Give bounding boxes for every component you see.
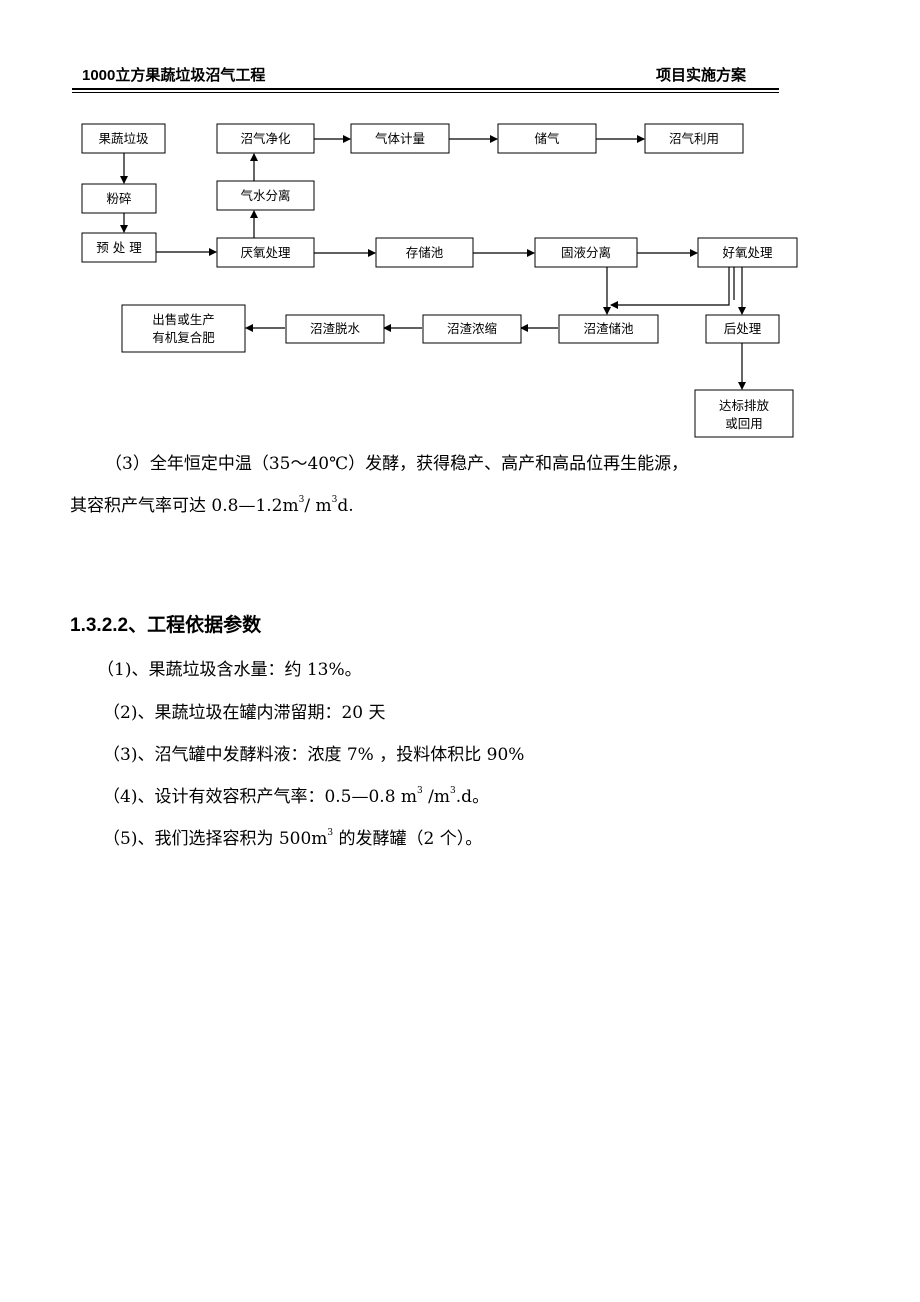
svg-text:好氧处理: 好氧处理 [722, 245, 773, 260]
svg-text:有机复合肥: 有机复合肥 [152, 330, 215, 345]
svg-text:沼气利用: 沼气利用 [669, 131, 719, 146]
header-rule-thick [72, 88, 779, 90]
node-pretreatment: 预 处 理 [81, 232, 157, 263]
paragraph-3-line2: 其容积产气率可达 0.8—1.2m3/ m3d. [70, 495, 354, 516]
paragraph-3-line1: （3）全年恒定中温（35～40℃）发酵，获得稳产、高产和高品位再生能源， [105, 454, 689, 474]
svg-text:沼渣储池: 沼渣储池 [583, 321, 634, 336]
node-gas-water-separation: 气水分离 [216, 180, 315, 211]
section-heading: 1.3.2.2、工程依据参数 [70, 615, 262, 636]
svg-text:粉碎: 粉碎 [106, 191, 131, 206]
node-biogas-utilization: 沼气利用 [644, 123, 744, 154]
svg-text:沼气净化: 沼气净化 [240, 131, 291, 146]
svg-text:后处理: 后处理 [724, 321, 762, 336]
node-aerobic-treatment: 好氧处理 [697, 237, 798, 268]
svg-text:果蔬垃圾: 果蔬垃圾 [98, 131, 149, 146]
svg-text:沼渣浓缩: 沼渣浓缩 [447, 321, 497, 336]
svg-text:或回用: 或回用 [725, 416, 763, 431]
param-item-2: （2)、果蔬垃圾在罐内滞留期：20 天 [103, 703, 386, 723]
node-anaerobic-treatment: 厌氧处理 [216, 237, 315, 268]
node-biogas-purification: 沼气净化 [216, 123, 315, 154]
svg-text:气水分离: 气水分离 [240, 188, 290, 203]
svg-text:沼渣脱水: 沼渣脱水 [310, 321, 361, 336]
param-item-1: （1)、果蔬垃圾含水量：约 13%。 [97, 660, 362, 680]
node-fruit-vegetable-waste: 果蔬垃圾 [81, 123, 166, 154]
node-gas-storage: 储气 [497, 123, 597, 154]
header-title: 1000立方果蔬垃圾沼气工程 [82, 67, 266, 84]
node-discharge-or-reuse: 达标排放 或回用 [694, 389, 794, 438]
svg-text:达标排放: 达标排放 [719, 398, 770, 413]
svg-text:存储池: 存储池 [406, 245, 444, 260]
header-doc-type: 项目实施方案 [655, 67, 746, 84]
svg-text:储气: 储气 [534, 131, 560, 146]
svg-text:气体计量: 气体计量 [375, 131, 425, 146]
node-residue-concentration: 沼渣浓缩 [422, 314, 522, 344]
param-item-3: （3)、沼气罐中发酵料液：浓度 7% ，投料体积比 90% [103, 745, 525, 765]
svg-text:预 处 理: 预 处 理 [96, 240, 142, 255]
node-solid-liquid-separation: 固液分离 [534, 237, 638, 268]
node-storage-tank: 存储池 [375, 237, 474, 268]
node-sale-or-fertilizer: 出售或生产 有机复合肥 [121, 304, 246, 353]
param-item-5: （5)、我们选择容积为 500m3 的发酵罐（2 个）。 [103, 828, 483, 849]
svg-text:出售或生产: 出售或生产 [152, 312, 215, 327]
node-residue-dewatering: 沼渣脱水 [285, 314, 385, 344]
svg-text:固液分离: 固液分离 [561, 245, 611, 260]
process-flowchart: 果蔬垃圾 粉碎 预 处 理 厌氧处理 气水分离 沼气净化 气体计量 储气 沼气利… [81, 123, 798, 438]
edge-n12-n15 [610, 267, 730, 309]
header-rule-thin [72, 92, 779, 93]
node-residue-storage-tank: 沼渣储池 [558, 314, 659, 344]
node-crushing: 粉碎 [81, 183, 157, 214]
node-gas-metering: 气体计量 [350, 123, 450, 154]
param-item-4: （4)、设计有效容积产气率：0.5—0.8 m3 /m3.d。 [103, 786, 490, 807]
svg-text:厌氧处理: 厌氧处理 [240, 245, 291, 260]
node-post-treatment: 后处理 [705, 314, 780, 344]
